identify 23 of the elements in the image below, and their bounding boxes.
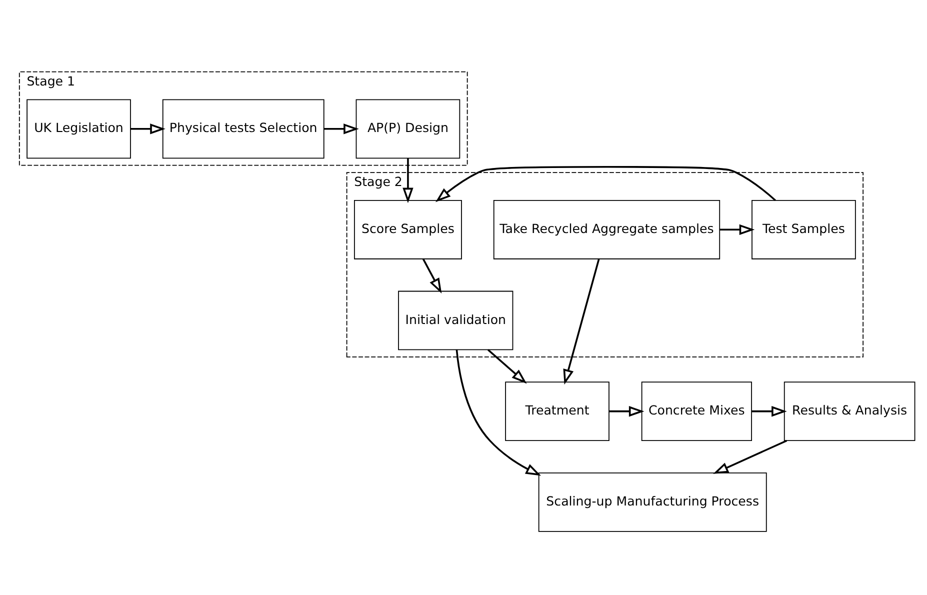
node-box: Test Samples — [752, 199, 856, 259]
node-box: Results & Analysis — [784, 381, 916, 440]
node-box: Score Samples — [354, 199, 462, 259]
arrow — [563, 258, 600, 384]
arrow — [456, 349, 542, 476]
arrow — [422, 258, 442, 294]
arrow — [324, 123, 359, 134]
arrow — [130, 123, 166, 134]
node-box: Physical tests Selection — [162, 98, 324, 158]
arrow — [402, 158, 414, 203]
arrow — [435, 165, 776, 202]
arrow — [713, 439, 788, 474]
node-box: Concrete Mixes — [641, 381, 752, 440]
node-box: Take Recycled Aggregate samples — [493, 199, 720, 259]
node-box: Treatment — [505, 381, 610, 440]
arrow — [487, 348, 527, 384]
arrow — [609, 405, 644, 416]
node-box: UK Legislation — [26, 98, 131, 158]
arrow — [752, 405, 787, 416]
node-box: AP(P) Design — [356, 98, 460, 158]
node-box: Initial validation — [398, 290, 514, 350]
arrow — [720, 224, 755, 234]
node-box: Scaling-up Manufacturing Process — [538, 472, 767, 532]
